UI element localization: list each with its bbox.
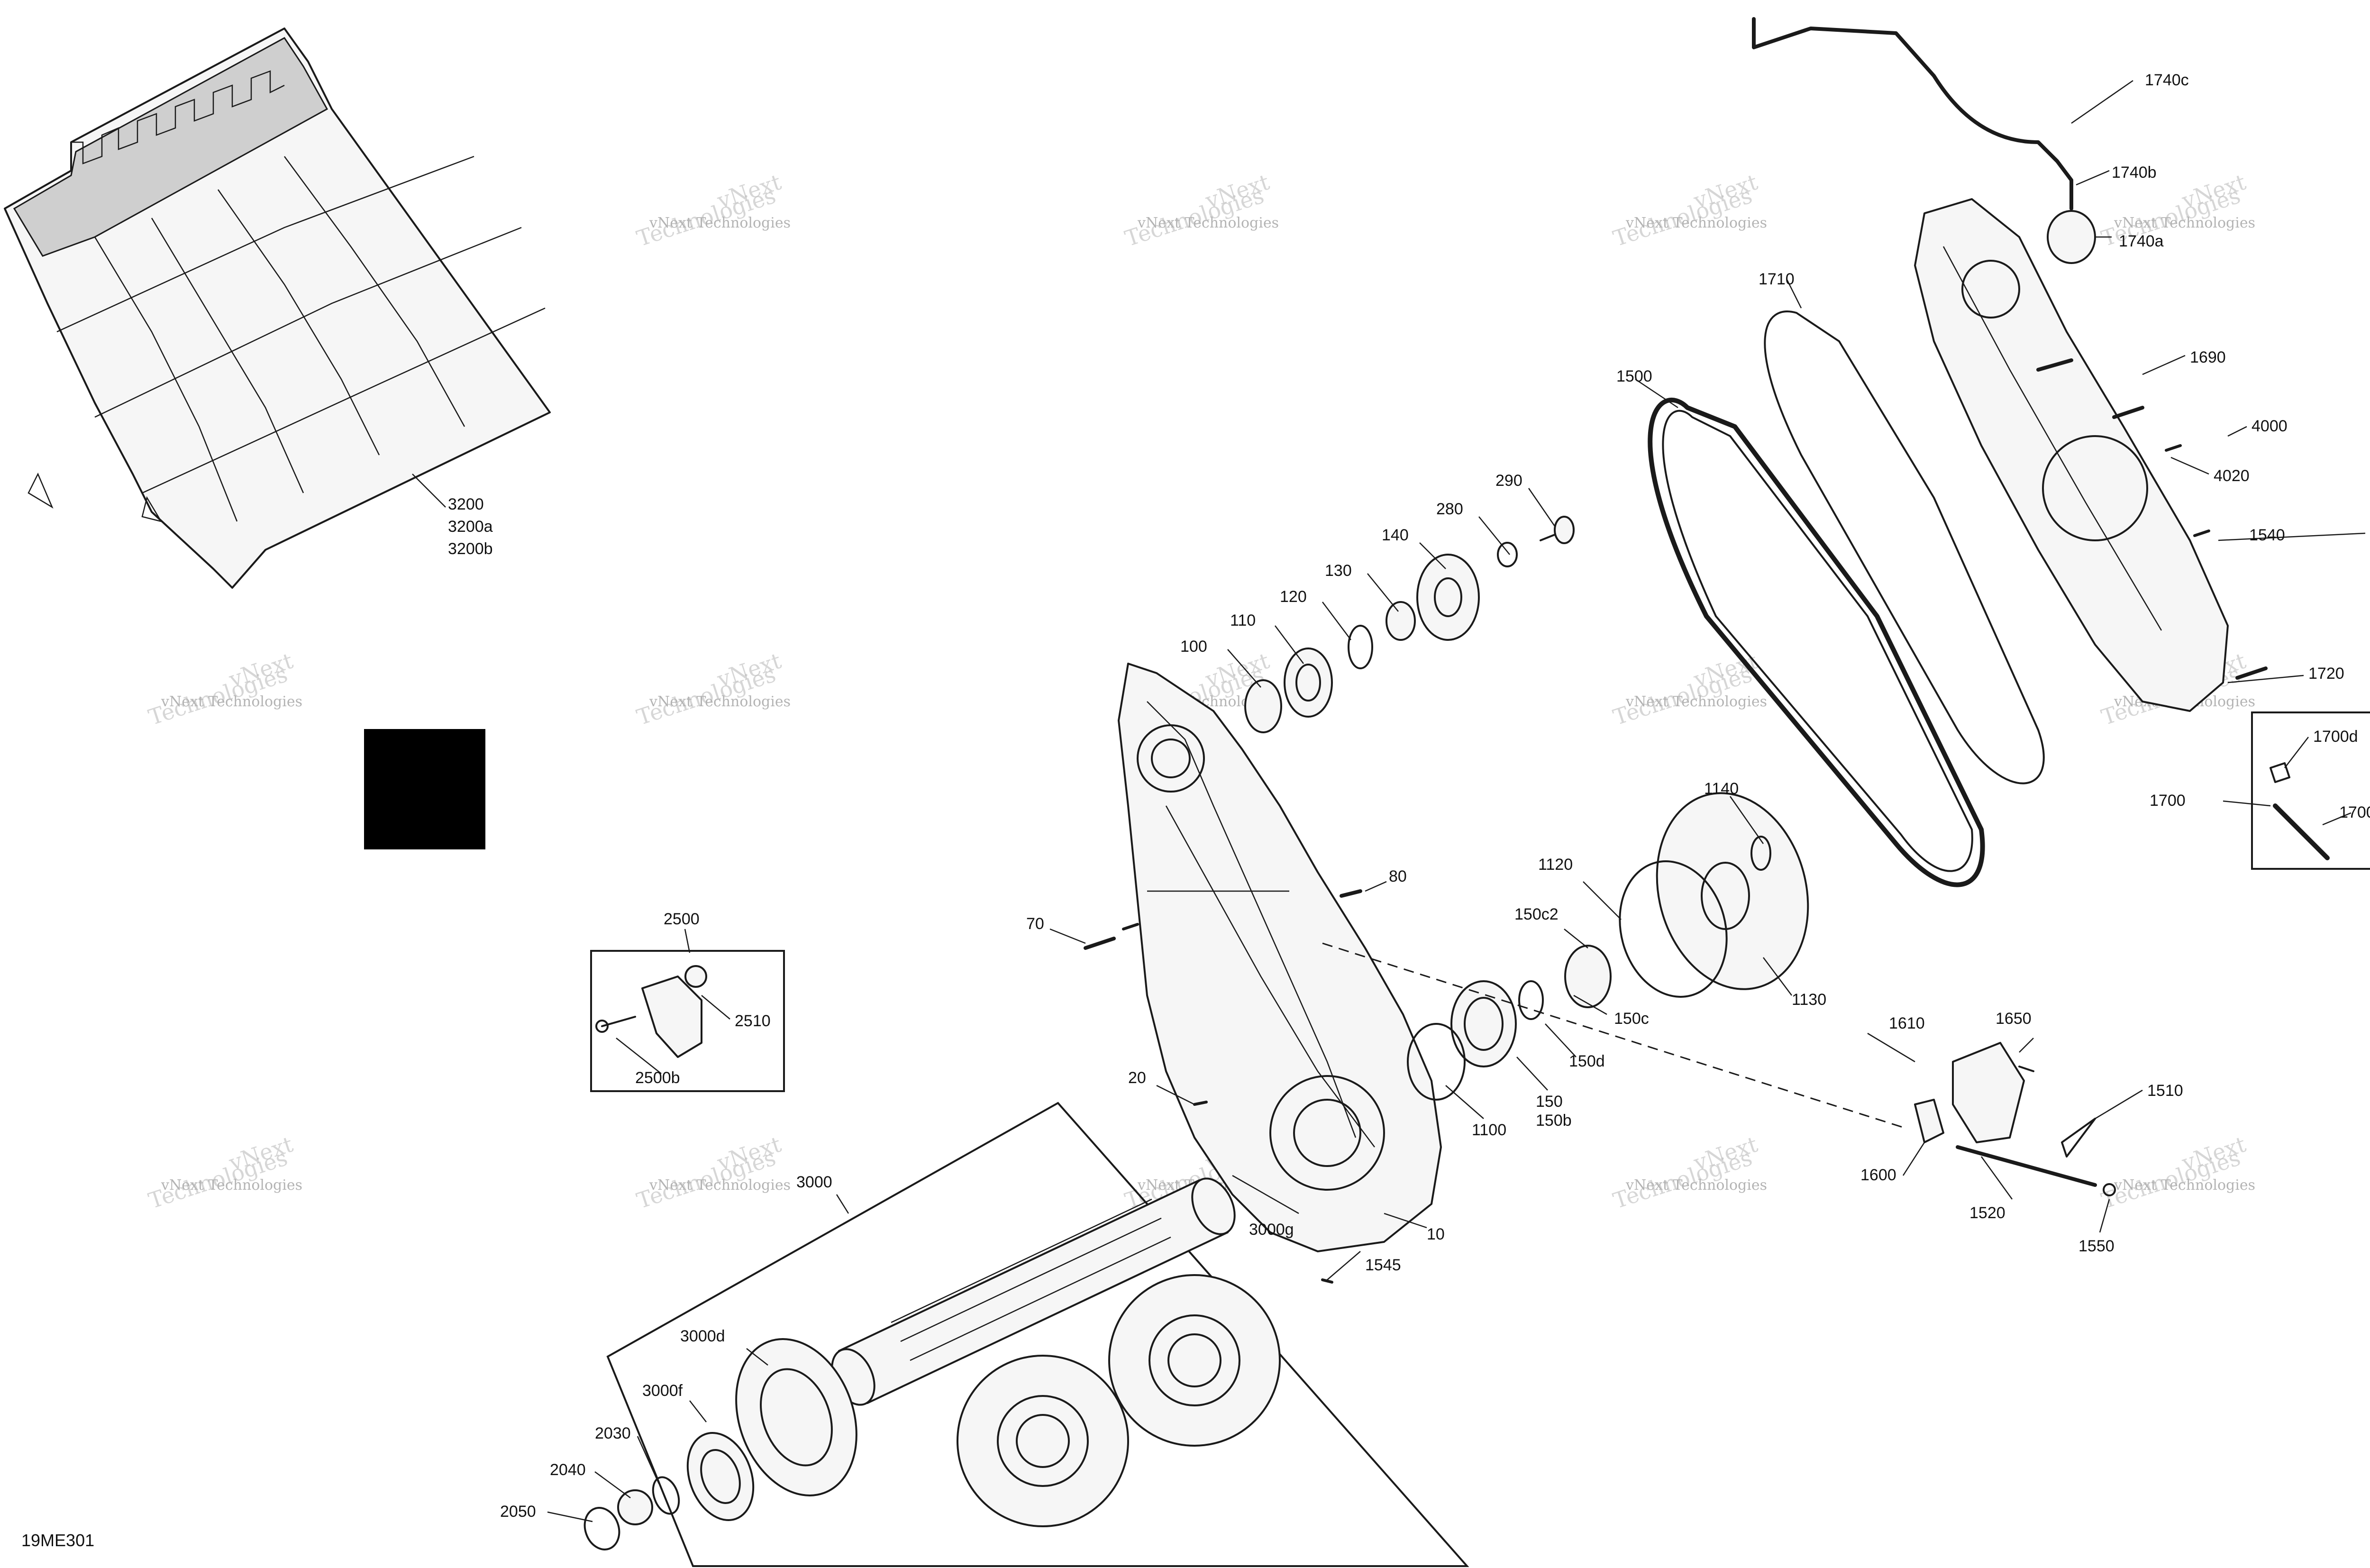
watermark-text-small: vNext Technologies (161, 693, 302, 710)
watermark-text-small: vNext Technologies (161, 1177, 302, 1194)
callout-100: 100 (1180, 638, 1207, 656)
watermark-text-small: vNext Technologies (649, 215, 791, 231)
callout-150c2: 150c2 (1514, 905, 1559, 923)
callout-3000d: 3000d (680, 1327, 725, 1345)
callout-140: 140 (1382, 526, 1409, 544)
callout-1140: 1140 (1704, 780, 1739, 798)
callout-1550: 1550 (2078, 1237, 2115, 1255)
callout-70: 70 (1026, 915, 1044, 933)
callout-2510: 2510 (735, 1012, 771, 1030)
detail-box-1700 (2251, 711, 2370, 870)
callout-110: 110 (1230, 611, 1256, 629)
callout-1740b: 1740b (2112, 164, 2157, 182)
callout-1520: 1520 (1969, 1204, 2005, 1222)
callout-1120: 1120 (1538, 856, 1573, 874)
callout-1690: 1690 (2190, 348, 2226, 366)
callout-290: 290 (1495, 472, 1522, 490)
callout-2500: 2500 (664, 910, 700, 928)
callout-3000g: 3000g (1249, 1221, 1294, 1239)
part-2500 (595, 965, 707, 1058)
drawing-reference: 19ME301 (21, 1531, 94, 1550)
callout-1610: 1610 (1889, 1014, 1925, 1032)
callout-80: 80 (1389, 867, 1407, 885)
callout-280: 280 (1436, 500, 1463, 518)
callout-1540: 1540 (2249, 526, 2285, 544)
callout-120: 120 (1280, 588, 1307, 606)
callout-labels: 1740c 1740b 1740a 1710 1690 1500 4000 40… (448, 71, 2370, 1521)
watermark-text-small: vNext Technologies (1625, 693, 1767, 710)
callout-2030: 2030 (595, 1424, 631, 1442)
watermark-text-small: vNext Technologies (649, 1177, 791, 1194)
callout-2040: 2040 (550, 1461, 586, 1479)
callout-1100: 1100 (1472, 1121, 1506, 1139)
chaincase-housing (1118, 663, 1442, 1252)
callout-3200: 3200 (448, 495, 484, 513)
callout-1500: 1500 (1616, 367, 1652, 385)
callout-3200a: 3200a (448, 518, 493, 536)
callout-150d: 150d (1569, 1052, 1605, 1070)
callout-3000f: 3000f (642, 1382, 683, 1400)
drive-belt (1764, 310, 2045, 784)
drive-shaft-assembly-box (606, 1102, 1469, 1567)
detail-box-2500 (590, 950, 785, 1092)
watermark-text-small: vNext Technologies (1625, 1177, 1767, 1194)
watermark-text-small: vNext Technologies (1137, 215, 1279, 231)
watermark-text-small: vNext Technologies (1625, 215, 1767, 231)
tensioner (1914, 1042, 2116, 1196)
bolts (1084, 358, 2268, 1284)
callout-3000: 3000 (796, 1173, 832, 1191)
upper-gear-stack (1244, 516, 1575, 733)
watermark-text-small: vNext Technologies (2114, 1177, 2255, 1194)
callout-1130: 1130 (1792, 991, 1826, 1009)
chaincase-cover (1752, 17, 2229, 712)
callout-3200b: 3200b (448, 540, 493, 558)
sprocket-right (1108, 1274, 1281, 1447)
callout-130: 130 (1325, 562, 1352, 580)
callout-2500b: 2500b (635, 1069, 680, 1087)
callout-10: 10 (1427, 1225, 1445, 1243)
lower-gear-stack (1407, 792, 1809, 1101)
watermark-text-small: vNext Technologies (649, 693, 791, 710)
sprocket-left (957, 1355, 1129, 1527)
drive-chain (1648, 398, 1985, 887)
callout-1600: 1600 (1860, 1166, 1896, 1184)
callout-1710: 1710 (1759, 270, 1795, 288)
callout-150: 150 (1536, 1093, 1563, 1111)
callout-150b: 150b (1536, 1112, 1572, 1130)
callout-20: 20 (1128, 1069, 1146, 1087)
callout-1720: 1720 (2308, 665, 2344, 683)
callout-150c: 150c (1614, 1010, 1649, 1028)
callout-1650: 1650 (1996, 1010, 2032, 1028)
callout-1700f: 1700f (2339, 803, 2370, 821)
callout-2050: 2050 (500, 1503, 536, 1521)
bearing-flange (583, 1146, 1247, 1550)
callout-4020: 4020 (2214, 467, 2250, 485)
track-section (4, 27, 551, 589)
callout-1545: 1545 (1365, 1256, 1401, 1274)
callout-1740c: 1740c (2145, 71, 2189, 89)
callout-1740a: 1740a (2119, 232, 2164, 250)
drive-shaft (831, 1177, 1236, 1406)
callout-1700: 1700 (2150, 792, 2186, 810)
leader-lines (412, 80, 2366, 1522)
watermark-text-small: vNext Technologies (2114, 215, 2255, 231)
part-1700 (2270, 762, 2330, 860)
black-square (364, 729, 485, 849)
callout-4000: 4000 (2252, 417, 2288, 435)
callout-1700d: 1700d (2313, 728, 2358, 746)
callout-1510: 1510 (2147, 1082, 2183, 1100)
